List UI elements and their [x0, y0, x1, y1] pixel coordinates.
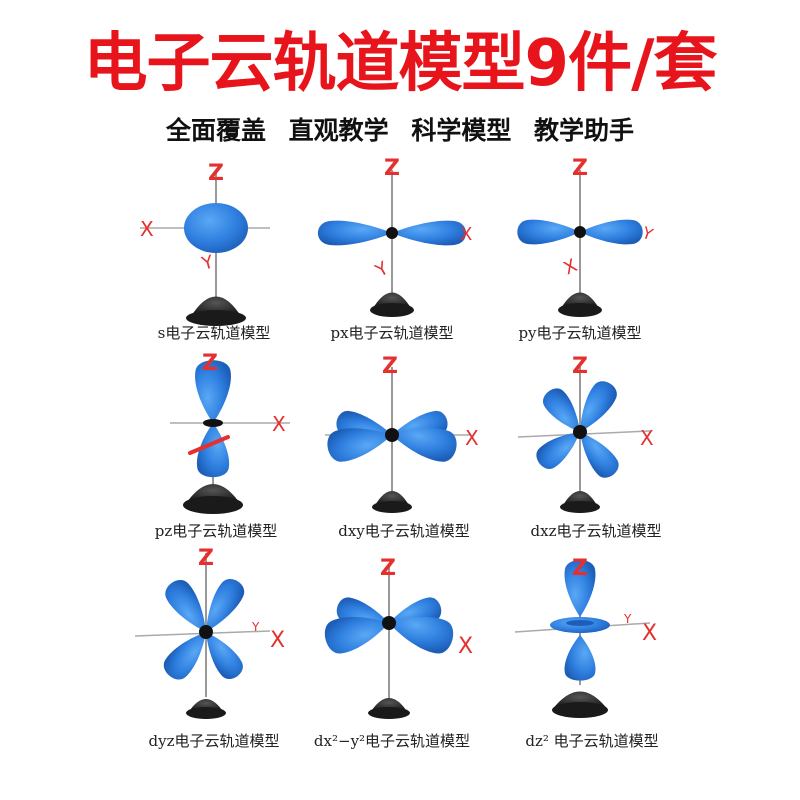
svg-text:Y: Y [251, 620, 260, 634]
dyz-orbital-model-image: Z X Y [134, 546, 285, 719]
dxz-orbital-model-image: Z X [517, 354, 654, 513]
model-caption: pz电子云轨道模型 [154, 522, 278, 540]
svg-text:Y: Y [199, 251, 217, 275]
model-caption: py电子云轨道模型 [518, 324, 642, 342]
model-caption: dz² 电子云轨道模型 [525, 732, 659, 750]
svg-text:X: X [140, 217, 154, 241]
svg-text:X: X [272, 412, 286, 436]
model-pz: Z X pz电子云轨道模型 [130, 345, 330, 540]
py-orbital-model-image: Z Y X [517, 156, 656, 317]
svg-text:X: X [270, 628, 285, 653]
model-py: Z Y X py电子云轨道模型 [490, 150, 690, 342]
svg-text:X: X [561, 255, 581, 279]
svg-text:Z: Z [572, 156, 588, 181]
s-orbital-model-image: Z X Y [140, 161, 270, 326]
svg-text:X: X [465, 426, 479, 450]
model-dxy: Z X dxy电子云轨道模型 [310, 345, 510, 540]
svg-text:X: X [642, 621, 657, 646]
svg-text:Z: Z [572, 556, 588, 581]
page-subtitle: 全面覆盖 直观教学 科学模型 教学助手 [165, 116, 635, 145]
svg-text:Z: Z [382, 354, 398, 379]
pz-orbital-model-image: Z X [170, 351, 290, 514]
model-caption: s电子云轨道模型 [157, 324, 271, 342]
model-dyz: Z X Y dyz电子云轨道模型 [120, 535, 320, 750]
svg-text:Y: Y [371, 257, 393, 282]
svg-text:Z: Z [384, 156, 400, 181]
svg-text:X: X [640, 426, 654, 450]
svg-text:X: X [460, 224, 472, 245]
svg-text:Z: Z [380, 556, 396, 581]
svg-text:Z: Z [572, 354, 588, 379]
model-caption: dyz电子云轨道模型 [148, 732, 280, 750]
model-dz2: Z X Y dz² 电子云轨道模型 [500, 535, 700, 750]
model-caption: dxz电子云轨道模型 [530, 522, 662, 540]
page-title: 电子云轨道模型9件/套 [83, 27, 718, 101]
svg-text:Z: Z [202, 351, 218, 376]
dx2-y2-orbital-model-image: Z X [321, 556, 473, 719]
svg-text:Y: Y [623, 612, 632, 626]
model-s: Z X Y s电子云轨道模型 [120, 150, 320, 342]
svg-text:X: X [458, 634, 473, 659]
model-dxz: Z X dxz电子云轨道模型 [500, 345, 700, 540]
model-px: Z X Y px电子云轨道模型 [300, 150, 500, 342]
model-caption: dxy电子云轨道模型 [338, 522, 470, 540]
model-caption: px电子云轨道模型 [330, 324, 454, 342]
dz2-orbital-model-image: Z X Y [514, 556, 657, 718]
svg-text:Z: Z [208, 161, 224, 186]
dxy-orbital-model-image: Z X [324, 354, 479, 513]
model-dx2-y2: Z X dx²−y²电子云轨道模型 [300, 535, 500, 750]
model-caption: dx²−y²电子云轨道模型 [313, 732, 471, 750]
px-orbital-model-image: Z X Y [317, 156, 472, 317]
svg-text:Z: Z [198, 546, 214, 571]
